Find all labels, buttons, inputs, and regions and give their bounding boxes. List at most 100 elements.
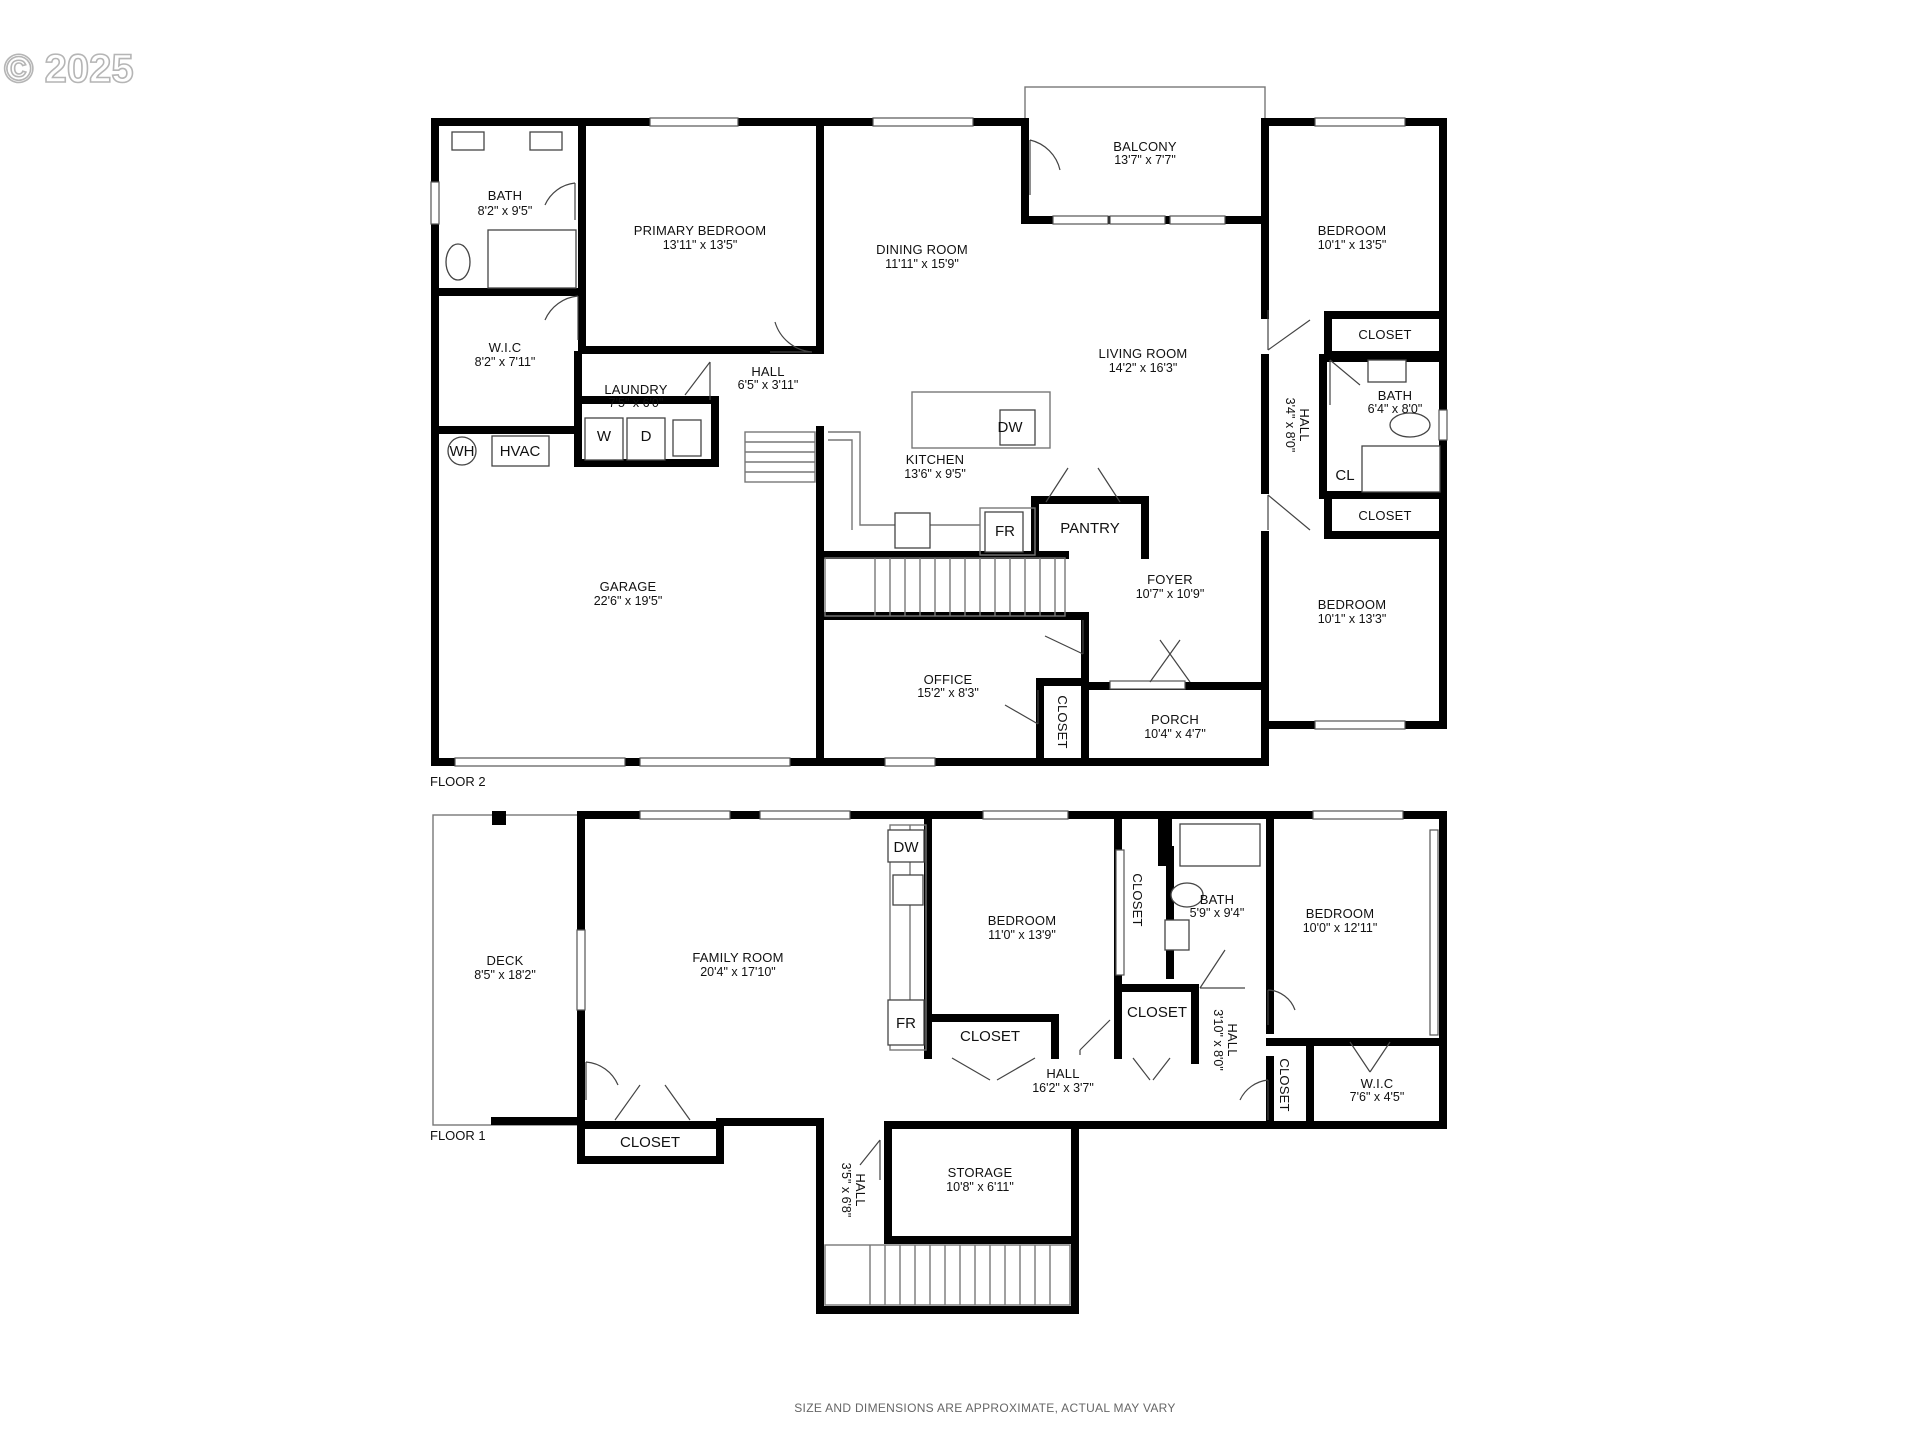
room-name: BATH xyxy=(1378,388,1413,403)
room-name: DECK xyxy=(487,953,524,968)
room-dim: 8'2" x 7'11" xyxy=(475,355,536,369)
floor-1-label: FLOOR 1 xyxy=(430,1128,486,1143)
utility-sink-icon xyxy=(672,419,702,457)
floor-2-room-labels: BATH 8'2" x 9'5" PRIMARY BEDROOM 13'11" … xyxy=(475,139,1423,749)
room-name: BEDROOM xyxy=(1318,597,1387,612)
room-dim: 6'4" x 8'0" xyxy=(1368,402,1423,416)
floor-1-stairs xyxy=(824,1244,1071,1306)
floor-2-interior-walls xyxy=(431,118,1447,766)
bathtub-icon xyxy=(1179,823,1261,867)
fridge-label: FR xyxy=(995,523,1015,540)
floor-1-exterior-wall xyxy=(577,811,1447,1314)
room-dim: 10'7" x 10'9" xyxy=(1136,587,1205,601)
fridge-label: FR xyxy=(896,1015,916,1032)
room-name: HALL xyxy=(751,364,784,379)
floor-2-exterior-wall xyxy=(431,118,1447,766)
room-name: BALCONY xyxy=(1113,139,1177,154)
room-name: W.I.C xyxy=(1361,1076,1394,1091)
room-name: BEDROOM xyxy=(1318,223,1387,238)
fridge-icon xyxy=(984,511,1024,553)
water-heater-label: WH xyxy=(450,443,475,460)
dryer-label: D xyxy=(641,428,652,445)
floor-1-room-labels: DECK 8'5" x 18'2" FAMILY ROOM 20'4" x 17… xyxy=(474,873,1404,1217)
bathtub-icon xyxy=(1361,445,1441,493)
room-dim: 5'9" x 9'4" xyxy=(1190,906,1245,920)
room-name: LAUNDRY xyxy=(604,382,667,397)
sink-icon xyxy=(1164,919,1190,951)
copyright-watermark: © 2025 xyxy=(4,47,134,91)
room-name: BEDROOM xyxy=(1306,906,1375,921)
room-dim: 10'8" x 6'11" xyxy=(946,1180,1014,1194)
room-name: STORAGE xyxy=(948,1165,1013,1180)
room-name: HALL xyxy=(1297,408,1312,441)
room-name: GARAGE xyxy=(600,579,657,594)
fridge-icon xyxy=(887,999,925,1046)
floor-2-plan: WH HVAC W D FR DW BATH 8'2" x 9'5" PRIMA… xyxy=(430,86,1448,789)
room-dim: 7'6" x 4'5" xyxy=(1350,1090,1405,1104)
room-name: FAMILY ROOM xyxy=(692,950,783,965)
room-dim: 14'2" x 16'3" xyxy=(1109,361,1178,375)
room-dim: 8'5" x 18'2" xyxy=(474,968,536,982)
deck-post xyxy=(492,811,506,825)
room-dim: 10'4" x 4'7" xyxy=(1144,727,1206,741)
water-heater-icon xyxy=(447,436,477,466)
dishwasher-label: DW xyxy=(894,839,920,856)
room-name: CLOSET xyxy=(1055,695,1070,748)
room-name: PORCH xyxy=(1151,712,1199,727)
room-name: CLOSET xyxy=(620,1134,680,1151)
room-name: KITCHEN xyxy=(906,452,964,467)
sink-icon xyxy=(892,874,924,906)
room-dim: 6'5" x 3'11" xyxy=(738,378,799,392)
room-dim: 7'5" x 6'0" xyxy=(609,396,664,410)
room-dim: 3'4" x 8'0" xyxy=(1283,398,1297,453)
dryer-icon xyxy=(626,417,666,461)
room-name: HALL xyxy=(853,1173,868,1206)
room-dim: 11'11" x 15'9" xyxy=(885,257,959,271)
room-name: OFFICE xyxy=(924,672,973,687)
room-dim: 20'4" x 17'10" xyxy=(700,965,776,979)
room-dim: 10'1" x 13'5" xyxy=(1318,238,1387,252)
room-name: PRIMARY BEDROOM xyxy=(634,223,767,238)
floor-2-fixtures: WH HVAC W D FR DW xyxy=(445,131,1441,553)
floor-1-plan: DW FR DECK 8'5" x 18'2" FAMILY ROOM 20'4… xyxy=(430,810,1447,1314)
room-dim: 13'6" x 9'5" xyxy=(904,467,966,481)
room-name: PANTRY xyxy=(1060,520,1119,537)
dishwasher-icon xyxy=(999,409,1036,446)
toilet-icon xyxy=(1389,412,1431,438)
washer-icon xyxy=(584,417,624,461)
room-name: BATH xyxy=(1200,892,1235,907)
room-name: FOYER xyxy=(1147,572,1193,587)
room-name: HALL xyxy=(1046,1066,1079,1081)
room-dim: 11'0" x 13'9" xyxy=(988,928,1056,942)
room-dim: 10'0" x 12'11" xyxy=(1303,921,1378,935)
room-dim: 3'10" x 8'0" xyxy=(1211,1009,1225,1071)
room-name: CLOSET xyxy=(1358,327,1411,342)
room-name: HALL xyxy=(1225,1023,1240,1056)
room-name: CLOSET xyxy=(1130,873,1145,926)
toilet-icon xyxy=(1170,882,1204,908)
room-name: W.I.C xyxy=(489,340,522,355)
room-name: BATH xyxy=(488,188,523,203)
sink-icon xyxy=(451,131,485,151)
room-dim: 13'11" x 13'5" xyxy=(663,238,738,252)
room-name: CLOSET xyxy=(1358,508,1411,523)
room-dim: 10'1" x 13'3" xyxy=(1318,612,1387,626)
disclaimer-text: SIZE AND DIMENSIONS ARE APPROXIMATE, ACT… xyxy=(794,1401,1175,1415)
sink-icon xyxy=(529,131,563,151)
room-dim: 22'6" x 19'5" xyxy=(594,594,663,608)
washer-label: W xyxy=(597,428,612,445)
dishwasher-icon xyxy=(887,829,925,863)
floor-2-doors xyxy=(544,139,1361,725)
floor-1-windows xyxy=(576,810,1439,1036)
hvac-unit xyxy=(491,435,550,467)
room-name: DINING ROOM xyxy=(876,242,968,257)
kitchen-counters xyxy=(828,391,1051,556)
room-dim: 15'2" x 8'3" xyxy=(917,686,979,700)
dishwasher-label: DW xyxy=(998,419,1024,436)
room-name: CLOSET xyxy=(960,1028,1020,1045)
room-dim: 13'7" x 7'7" xyxy=(1114,153,1176,167)
closet-label: CL xyxy=(1335,467,1354,484)
floor-1-fixtures: DW FR xyxy=(887,818,1261,1046)
sink-icon xyxy=(1367,359,1407,383)
